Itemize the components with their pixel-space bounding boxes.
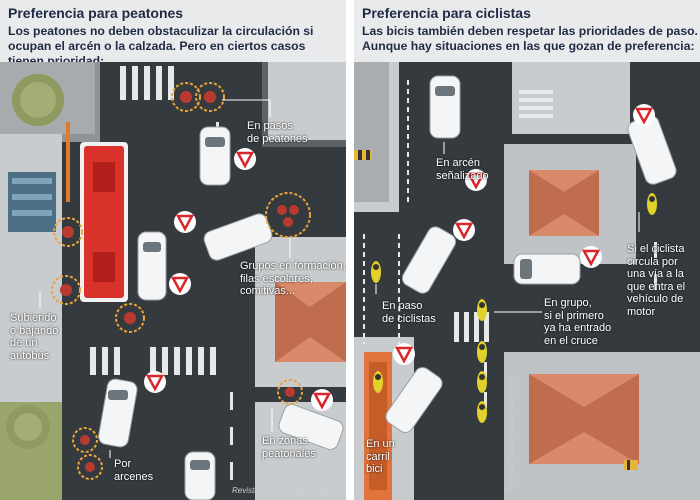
cyclist-panel-header: Preferencia para ciclistas Las bicis tam… xyxy=(354,0,700,62)
label-bike-lane: En un carril bici xyxy=(366,438,395,475)
label-shoulders: Por arcenes xyxy=(114,458,154,483)
credit-right: RevistaTráfico y Seguridad Vial xyxy=(506,379,515,490)
cyclist-priority-panel: Preferencia para ciclistas Las bicis tam… xyxy=(354,0,700,500)
label-cyclist-crossing: En paso de ciclistas xyxy=(382,300,436,325)
label-bike-lane-turn: Si el ciclista circula por una vía a la … xyxy=(627,243,686,318)
pedestrian-panel-header: Preferencia para peatones Los peatones n… xyxy=(0,0,346,68)
cyclist-panel-title: Preferencia para ciclistas xyxy=(362,5,531,21)
label-group: En grupo, si el primero ya ha entrado en… xyxy=(544,297,612,347)
label-bus: Subiendo o bajando de un autobús xyxy=(10,312,59,362)
pedestrian-priority-panel: Preferencia para peatones Los peatones n… xyxy=(0,0,346,500)
pedestrian-street-illustration xyxy=(0,62,346,500)
cyclist-street-illustration xyxy=(354,62,700,500)
label-marked-shoulder: En arcén señalizado xyxy=(436,157,489,182)
credit-left: RevistaTráfico y Seguridad Vial xyxy=(232,486,343,495)
label-groups: Grupos en formación, filas escolares, co… xyxy=(240,260,346,297)
label-pedestrian-zones: En zonas peatonales xyxy=(262,435,316,460)
label-crosswalks: En pasos de peatones xyxy=(247,120,308,145)
pedestrian-panel-title: Preferencia para peatones xyxy=(8,5,184,21)
cyclist-panel-description: Las bicis también deben respetar las pri… xyxy=(362,24,698,53)
